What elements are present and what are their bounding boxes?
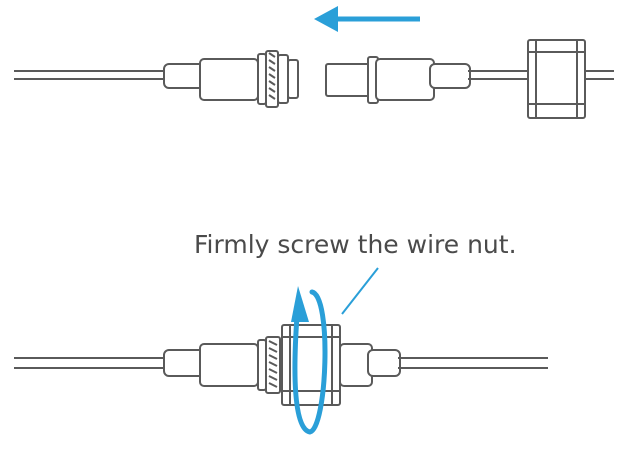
right-cable-step2	[398, 357, 548, 369]
left-connector-body-step1	[199, 58, 259, 101]
callout-leader-line	[341, 267, 379, 315]
rotate-arrow-icon	[291, 286, 328, 435]
right-strain-relief-step1	[429, 63, 471, 89]
step-2-assembled-connector: Firmly screw the wire nut.	[14, 230, 548, 435]
arrow-left-icon	[314, 6, 420, 32]
right-strain-relief-step2	[367, 349, 401, 377]
step-1-separated-connectors	[14, 6, 614, 119]
right-connector-body-step1	[375, 58, 435, 101]
right-connector-step1	[325, 39, 614, 119]
left-connector-step1	[14, 50, 299, 108]
left-cable-step1	[14, 70, 166, 80]
right-plug-tip-step1	[325, 63, 371, 97]
instruction-callout: Firmly screw the wire nut.	[194, 230, 517, 259]
left-connector-body-step2	[199, 343, 259, 387]
left-cable-step2	[14, 357, 166, 369]
threaded-end-step2	[257, 336, 281, 394]
left-strain-relief-step2	[163, 349, 205, 377]
left-strain-relief-step1	[163, 63, 205, 89]
threaded-end-step1	[257, 50, 299, 108]
wire-nut-step1	[527, 39, 586, 119]
wire-nut-step2	[281, 324, 341, 406]
